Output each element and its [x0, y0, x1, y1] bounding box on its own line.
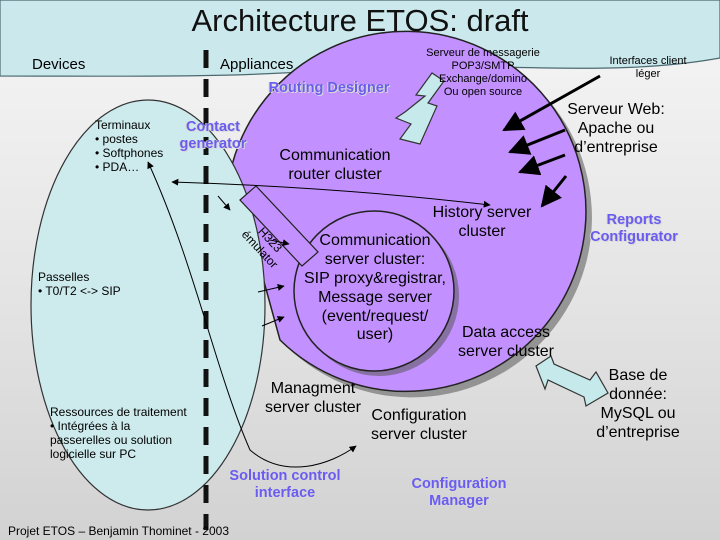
reports-configurator-label: Reports Configurator: [590, 212, 678, 246]
sip-arrow-2: [257, 284, 285, 293]
history-server-cluster-label: History server cluster: [432, 204, 532, 240]
contact-generator-label: Contact generator: [179, 119, 247, 153]
terminals-list: Terminaux • postes • Softphones • PDA…: [95, 118, 164, 175]
web-server-label: Serveur Web: Apache ou d’entreprise: [567, 101, 665, 156]
devices-header: Devices: [32, 56, 86, 73]
h323-arrow: [217, 195, 231, 211]
communication-server-cluster-label: Communication server cluster: SIP proxy&…: [304, 232, 446, 344]
slide-title: Architecture ETOS: draft: [191, 3, 529, 38]
web-arrow-1: [502, 74, 601, 132]
processing-config-arrow: [147, 161, 357, 468]
management-cluster-label: Managment server cluster: [264, 380, 362, 416]
solution-control-interface-label: Solution control interface: [229, 468, 341, 502]
footer-credit: Projet ETOS – Benjamin Thominet - 2003: [8, 524, 230, 538]
thin-client-label: Interfaces client léger: [609, 55, 687, 80]
processing-resources-list: Ressources de traitement • Intégrées à l…: [50, 405, 187, 462]
communication-router-cluster-label: Communication router cluster: [279, 147, 391, 183]
gateways-list: Passelles • T0/T2 <-> SIP: [38, 270, 121, 299]
routing-designer-label: Routing Designer: [268, 80, 390, 96]
appliances-header: Appliances: [220, 56, 294, 73]
sip-arrow-3: [261, 316, 285, 327]
web-arrow-2: [508, 128, 566, 155]
configuration-manager-label: Configuration Manager: [411, 476, 507, 510]
configuration-cluster-label: Configuration server cluster: [370, 407, 468, 443]
web-arrow-4: [540, 175, 568, 208]
messaging-server-arrow: [394, 72, 445, 145]
web-arrow-3: [518, 153, 566, 176]
messaging-server-label: Serveur de messagerie POP3/SMTP Exchange…: [426, 47, 540, 98]
sip-arrow-1: [269, 239, 290, 247]
database-arrow: [535, 355, 609, 407]
data-access-cluster-label: Data access server cluster: [457, 324, 555, 360]
database-label: Base de donnée: MySQL ou d’entreprise: [596, 367, 680, 441]
